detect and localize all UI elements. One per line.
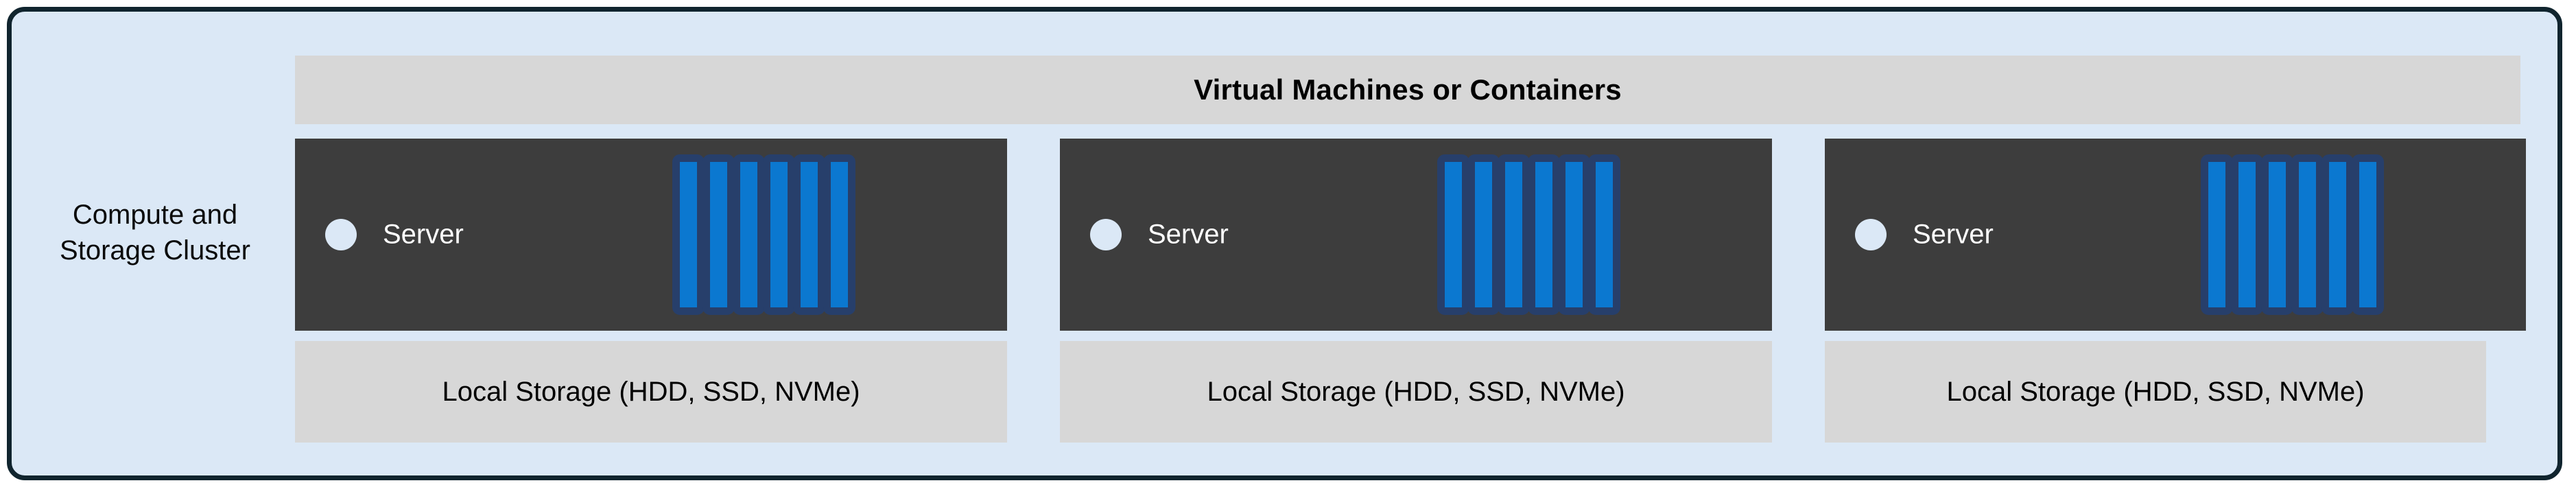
vm-banner-label: Virtual Machines or Containers [1194, 73, 1622, 106]
drive-bay [733, 154, 765, 315]
drive-bay [702, 154, 735, 315]
drive-bay [2231, 154, 2263, 315]
drive-bay [2352, 154, 2384, 315]
drive-bay [1498, 154, 1530, 315]
server-chassis: Server [1060, 139, 1772, 331]
drive-bay [1558, 154, 1590, 315]
local-storage-label: Local Storage (HDD, SSD, NVMe) [442, 376, 860, 407]
server-label: Server [1913, 219, 1994, 250]
drive-bay [1437, 154, 1469, 315]
status-indicator-circle-icon [325, 219, 357, 250]
server-label: Server [383, 219, 464, 250]
vm-banner: Virtual Machines or Containers [295, 56, 2520, 124]
status-indicator-circle-icon [1090, 219, 1122, 250]
local-storage-bar: Local Storage (HDD, SSD, NVMe) [295, 341, 1007, 443]
drive-bay [2201, 154, 2233, 315]
drive-bay [763, 154, 795, 315]
status-indicator-circle-icon [1855, 219, 1887, 250]
drive-bay [1588, 154, 1620, 315]
drive-bay [2321, 154, 2354, 315]
cluster-frame: Compute and Storage Cluster Virtual Mach… [7, 7, 2562, 480]
drive-bay-array [1437, 154, 1620, 315]
cluster-label: Compute and Storage Cluster [60, 200, 250, 266]
drive-bay [2291, 154, 2324, 315]
drive-bay [672, 154, 705, 315]
drive-bay [1467, 154, 1500, 315]
drive-bay [1528, 154, 1560, 315]
local-storage-bar: Local Storage (HDD, SSD, NVMe) [1825, 341, 2486, 443]
local-storage-bar: Local Storage (HDD, SSD, NVMe) [1060, 341, 1772, 443]
server-label: Server [1148, 219, 1229, 250]
local-storage-label: Local Storage (HDD, SSD, NVMe) [1207, 376, 1625, 407]
drive-bay-array [672, 154, 855, 315]
drive-bay [823, 154, 855, 315]
local-storage-label: Local Storage (HDD, SSD, NVMe) [1946, 376, 2365, 407]
server-chassis: Server [1825, 139, 2526, 331]
server-chassis: Server [295, 139, 1007, 331]
drive-bay-array [2201, 154, 2384, 315]
drive-bay [793, 154, 825, 315]
drive-bay [2261, 154, 2293, 315]
